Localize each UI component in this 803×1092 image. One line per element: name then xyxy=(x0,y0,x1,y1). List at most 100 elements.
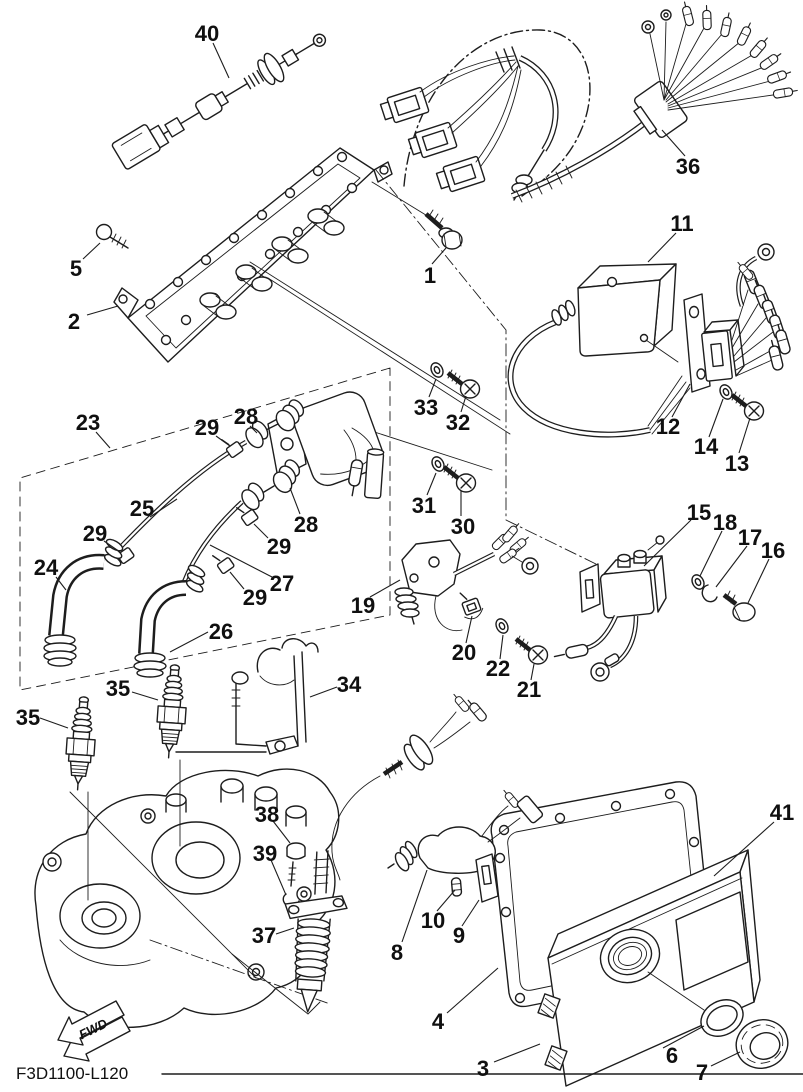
callout-leader-3-42 xyxy=(493,1043,541,1063)
part-number-41-43: 41 xyxy=(770,800,794,825)
callout-leader-31-14 xyxy=(426,472,437,496)
part-number-31-14: 31 xyxy=(412,493,436,518)
part-number-22-30: 22 xyxy=(486,656,510,681)
part-number-6-44: 6 xyxy=(666,1043,678,1068)
clamp-drawing xyxy=(236,507,259,527)
part-number-21-31: 21 xyxy=(517,677,541,702)
part-number-38-35: 38 xyxy=(255,802,279,827)
diagram-code: F3D1100-L120 xyxy=(16,1064,128,1083)
part-number-26-23: 26 xyxy=(209,619,233,644)
part-number-8-40: 8 xyxy=(391,940,403,965)
part-number-29-19: 29 xyxy=(267,534,291,559)
callout-leader-33-6 xyxy=(428,378,437,398)
callout-leader-29-22 xyxy=(229,571,245,590)
part-number-25-16: 25 xyxy=(130,496,154,521)
cylinder-head-drawing xyxy=(34,768,340,1029)
callout-leader-6-44 xyxy=(662,1025,705,1049)
part-number-4-41: 4 xyxy=(432,1009,445,1034)
part-number-40-0: 40 xyxy=(195,21,219,46)
callout-leader-9-39 xyxy=(461,899,480,927)
part-number-34-34: 34 xyxy=(337,672,362,697)
part-number-11-4: 11 xyxy=(670,211,693,236)
callout-leader-28-13 xyxy=(249,425,258,434)
callout-leader-34-34 xyxy=(309,686,338,698)
part-number-9-39: 9 xyxy=(453,923,465,948)
cap-drawing xyxy=(735,1019,789,1069)
callout-leader-22-30 xyxy=(499,634,504,660)
assembly-boundary xyxy=(19,169,597,691)
washer-drawing xyxy=(716,382,736,402)
callout-leader-16-28 xyxy=(747,558,770,604)
callout-leader-7-45 xyxy=(710,1051,741,1067)
callout-leader-4-41 xyxy=(446,967,499,1014)
part-number-37-37: 37 xyxy=(252,923,276,948)
callout-leader-29-19 xyxy=(253,523,269,539)
callout-leader-20-29 xyxy=(465,615,473,644)
part-number-33-6: 33 xyxy=(414,395,438,420)
part-number-5-2: 5 xyxy=(70,256,82,281)
callout-leader-15-25 xyxy=(643,519,692,567)
part-number-35-32: 35 xyxy=(16,705,40,730)
plug-cap-drawing xyxy=(133,564,206,678)
part-number-10-38: 10 xyxy=(421,908,445,933)
part-number-16-28: 16 xyxy=(761,538,785,563)
starter-relay-drawing xyxy=(553,535,756,682)
part-number-39-36: 39 xyxy=(253,841,277,866)
part-number-36-1: 36 xyxy=(676,154,700,179)
coil-19-drawing xyxy=(394,520,548,664)
plate-holes xyxy=(144,151,358,346)
spring-washer-drawing xyxy=(701,584,718,603)
spark-plug-drawing xyxy=(62,663,190,901)
part-number-12-8: 12 xyxy=(656,414,680,439)
bracket-9-drawing xyxy=(475,853,499,903)
part-number-35-33: 35 xyxy=(106,676,130,701)
callout-leader-8-40 xyxy=(401,869,428,943)
callout-leader-27-21 xyxy=(209,544,273,578)
callout-leader-14-9 xyxy=(708,398,724,438)
part-number-30-15: 30 xyxy=(451,514,475,539)
part-number-1-3: 1 xyxy=(424,263,436,288)
callout-leader-28-18 xyxy=(289,487,301,515)
wire-harness-drawing xyxy=(510,0,799,203)
part-number-14-9: 14 xyxy=(694,434,719,459)
cover-recess xyxy=(675,891,749,991)
part-number-18-26: 18 xyxy=(713,510,737,535)
callout-leader-29-17 xyxy=(103,540,121,553)
callout-leader-40-0 xyxy=(212,42,230,79)
callout-leader-24-20 xyxy=(55,576,67,591)
sub-harness-drawing xyxy=(379,29,591,201)
callout-leader-35-33 xyxy=(131,691,159,701)
electrical-cover-drawing xyxy=(537,849,789,1087)
o-ring-drawing xyxy=(700,999,744,1037)
lead-wire-drawing xyxy=(111,33,327,170)
callout-leader-38-35 xyxy=(272,820,291,844)
bolt-16-drawing xyxy=(722,590,756,622)
callout-leader-26-23 xyxy=(169,631,209,653)
part-number-2-5: 2 xyxy=(68,309,80,334)
plate-bosses xyxy=(199,208,345,320)
part-number-20-29: 20 xyxy=(452,640,476,665)
callout-leader-5-2 xyxy=(82,242,101,260)
screw-drawing xyxy=(95,223,129,249)
bolt-with-washer-drawing xyxy=(732,392,764,420)
part-number-28-18: 28 xyxy=(294,512,318,537)
callout-leader-21-31 xyxy=(530,663,535,681)
cover-threaded-boss xyxy=(599,928,661,984)
ignition-coil-assembly-drawing xyxy=(43,391,385,678)
part-number-15-25: 15 xyxy=(687,500,711,525)
part-number-29-12: 29 xyxy=(195,415,219,440)
callout-leader-25-16 xyxy=(149,498,178,518)
part-number-13-10: 13 xyxy=(725,451,749,476)
wire-joint-bracket-drawing xyxy=(683,243,792,420)
bolt-drawing xyxy=(371,181,463,250)
callout-leader-32-7 xyxy=(460,395,467,413)
callout-leader-36-1 xyxy=(661,129,686,157)
cdi-unit-drawing xyxy=(507,263,691,438)
bolt-38-drawing xyxy=(286,842,306,887)
sensor-assembly-drawing xyxy=(331,691,544,903)
callout-leader-19-24 xyxy=(369,579,401,598)
callout-leader-13-10 xyxy=(738,417,751,454)
callout-leader-2-5 xyxy=(86,305,119,316)
clamp-drawing xyxy=(459,592,484,620)
